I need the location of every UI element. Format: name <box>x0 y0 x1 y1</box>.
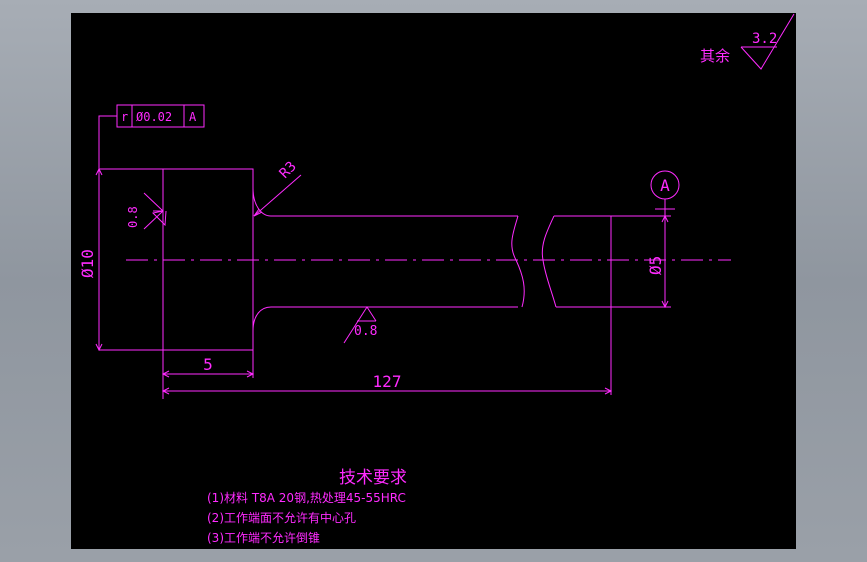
roughness-rest-value: 3.2 <box>752 31 777 47</box>
gdt-datum: A <box>189 110 197 124</box>
dim-radius: R3 <box>253 159 302 217</box>
tech-requirements: 技术要求 (1)材料 T8A 20钢,热处理45-55HRC (2)工作端面不允… <box>207 468 407 545</box>
dim-shaft-diameter: Ø5 <box>611 209 671 309</box>
tech-requirement-item: (2)工作端面不允许有中心孔 <box>207 510 356 525</box>
roughness-shaft-value: 0.8 <box>354 324 377 339</box>
pin-shaft <box>252 187 612 332</box>
datum-marker-label: A <box>660 176 670 195</box>
drawing-viewport[interactable]: 其余 3.2 r Ø0.02 A Ø10 <box>71 13 796 549</box>
roughness-shaft: 0.8 <box>343 306 377 344</box>
radius-label: R3 <box>277 159 300 182</box>
dim-total-length: 127 <box>161 307 613 395</box>
gdt-frame: r Ø0.02 A <box>98 104 205 167</box>
total-length-label: 127 <box>373 372 402 391</box>
roughness-head: 0.8 <box>126 192 167 230</box>
dim-head-diameter: Ø10 <box>78 167 103 352</box>
roughness-head-value: 0.8 <box>126 206 140 228</box>
datum-marker: A <box>650 170 680 210</box>
head-length-label: 5 <box>203 355 213 374</box>
roughness-rest-prefix: 其余 <box>700 47 730 65</box>
tech-requirement-item: (1)材料 T8A 20钢,热处理45-55HRC <box>207 491 406 505</box>
gdt-tolerance: Ø0.02 <box>136 110 172 124</box>
head-diameter-label: Ø10 <box>78 249 97 278</box>
gdt-symbol: r <box>121 110 128 124</box>
dim-head-length: 5 <box>161 331 255 399</box>
roughness-rest-symbol: 其余 3.2 <box>700 13 795 70</box>
tech-requirements-title: 技术要求 <box>339 468 407 488</box>
shaft-diameter-label: Ø5 <box>646 256 665 275</box>
drawing-canvas: 其余 3.2 r Ø0.02 A Ø10 <box>78 13 795 545</box>
pin-head <box>99 168 254 351</box>
tech-requirement-item: (3)工作端不允许倒锥 <box>207 530 320 545</box>
